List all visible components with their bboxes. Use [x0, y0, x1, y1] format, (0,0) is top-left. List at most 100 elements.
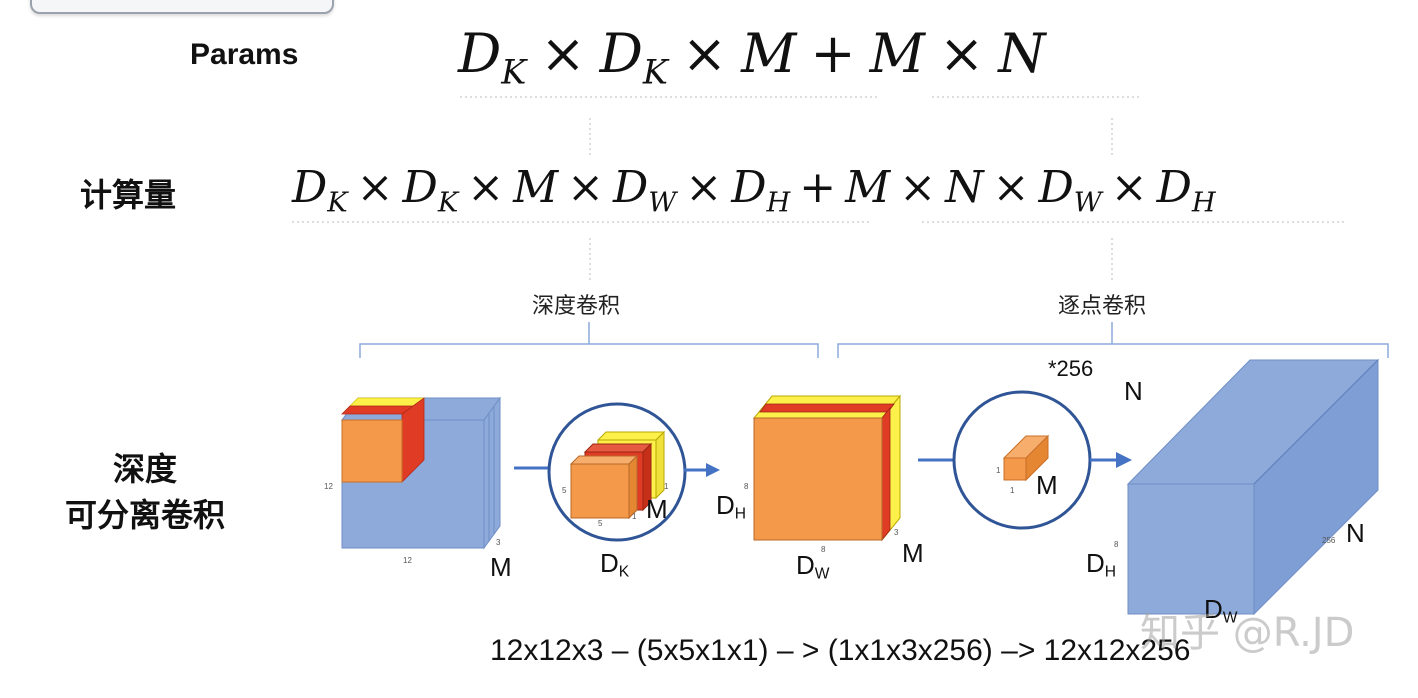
mid-depth: 3 [894, 528, 899, 537]
calc-row-label: 计算量 [80, 176, 177, 214]
bottom-formula: 12x12x3 – (5x5x1x1) – > (1x1x3x256) –> 1… [490, 634, 1191, 667]
calc-times-6: × [992, 162, 1030, 213]
params-dk-2: DK [599, 22, 668, 92]
pointwise-group [952, 390, 1092, 530]
mid-dw-d: D [796, 550, 815, 580]
separable-label-line2: 可分离卷积 [64, 496, 225, 534]
mid-dw-w: W [814, 565, 830, 583]
calc-times-7: × [1110, 162, 1148, 213]
mid-dw-label: DW [796, 550, 830, 584]
kernel-side-5b: 5 [598, 519, 603, 528]
calc-times-4: × [685, 162, 723, 213]
calc-formula: DK×DK×M×DW×DH+M×N×DW×DH [292, 162, 1216, 219]
calc-h2: H [1191, 187, 1216, 219]
mid-side-8b: 8 [821, 545, 826, 554]
calc-d3: D [613, 162, 649, 213]
params-d2: D [599, 22, 643, 85]
calc-k1: K [327, 187, 348, 219]
depthwise-section-title: 深度卷积 [532, 294, 621, 319]
params-d1: D [458, 22, 502, 85]
output-cube [1126, 358, 1380, 616]
mid-dh-d: D [716, 490, 735, 520]
calc-times-2: × [467, 162, 505, 213]
pointwise-side-1b: 1 [1010, 486, 1015, 495]
calc-d6: D [1156, 162, 1192, 213]
kernel-d: D [600, 548, 619, 578]
watermark: 知乎 @R.JD [1140, 610, 1355, 656]
calc-dh-2: DH [1156, 162, 1216, 219]
input-cube [341, 396, 501, 550]
params-times-3: × [938, 22, 985, 85]
mid-dh-label: DH [716, 490, 746, 524]
calc-w2: W [1073, 187, 1102, 219]
input-side-h: 12 [324, 482, 333, 491]
out-dw-d: D [1204, 594, 1223, 624]
pointwise-count: *256 [1048, 356, 1094, 381]
params-plus: + [810, 22, 856, 85]
separable-row-label: 深度 可分离卷积 [50, 446, 240, 538]
calc-dw-1: DW [613, 162, 676, 219]
calc-d4: D [731, 162, 767, 213]
calc-d5: D [1038, 162, 1074, 213]
calc-dk-2: DK [402, 162, 459, 219]
kernel-side-1b: 1 [632, 512, 637, 521]
calc-d1: D [292, 162, 328, 213]
kernel-k: K [618, 563, 630, 581]
input-depth: 3 [496, 538, 501, 547]
params-dk-1: DK [458, 22, 526, 92]
pointwise-side-1a: 1 [996, 466, 1001, 475]
pointwise-section-title: 逐点卷积 [1058, 294, 1147, 319]
mid-dh-h: H [734, 505, 747, 523]
calc-k2: K [437, 187, 459, 219]
out-dh-h: H [1104, 563, 1117, 581]
calc-w1: W [648, 187, 677, 219]
arrow-2 [684, 463, 720, 477]
params-m2: M [869, 22, 925, 85]
pointwise-m-label: M [1036, 470, 1058, 500]
calc-n: N [945, 162, 984, 213]
params-formula: DK×DK×M+M×N [458, 22, 1045, 92]
out-side-8: 8 [1114, 540, 1119, 549]
mid-side-8a: 8 [744, 482, 749, 491]
kernel-side-1a: 1 [664, 482, 669, 491]
separable-label-line1: 深度 [112, 450, 177, 488]
input-side-w: 12 [403, 556, 412, 565]
params-times-1: × [540, 22, 586, 85]
mid-m-label: M [902, 538, 924, 568]
arrow-4 [1090, 452, 1132, 468]
calc-d2: D [402, 162, 438, 213]
out-n-label: N [1346, 518, 1365, 548]
calc-dw-2: DW [1038, 162, 1101, 219]
calc-m1: M [513, 162, 559, 213]
params-k2: K [642, 52, 668, 92]
top-tab-frame [30, 0, 334, 14]
params-m1: M [741, 22, 797, 85]
kernel-group [547, 402, 687, 542]
calc-times-5: × [899, 162, 937, 213]
out-dh-d: D [1086, 548, 1105, 578]
kernel-dk-label: DK [600, 548, 629, 582]
out-depth: 256 [1322, 536, 1336, 545]
calc-times-1: × [356, 162, 394, 213]
calc-dh-1: DH [731, 162, 790, 219]
depthwise-bracket [359, 322, 819, 358]
out-dw-w: W [1222, 609, 1238, 627]
calc-h1: H [766, 187, 791, 219]
calc-times-3: × [567, 162, 604, 213]
middle-cube [752, 394, 902, 542]
pointwise-n-label: N [1124, 376, 1143, 406]
calc-dk-1: DK [292, 162, 348, 219]
params-row-label: Params [190, 38, 299, 71]
out-dw-label: DW [1204, 594, 1238, 628]
kernel-side-5a: 5 [562, 486, 567, 495]
calc-m2: M [845, 162, 891, 213]
params-times-2: × [681, 22, 728, 85]
input-m-label: M [490, 552, 512, 582]
calc-plus: + [799, 162, 837, 213]
kernel-m-label: M [646, 494, 668, 524]
params-n: N [998, 22, 1046, 85]
out-dh-label: DH [1086, 548, 1116, 582]
dotted-guides [292, 96, 1345, 280]
params-k1: K [501, 52, 527, 92]
